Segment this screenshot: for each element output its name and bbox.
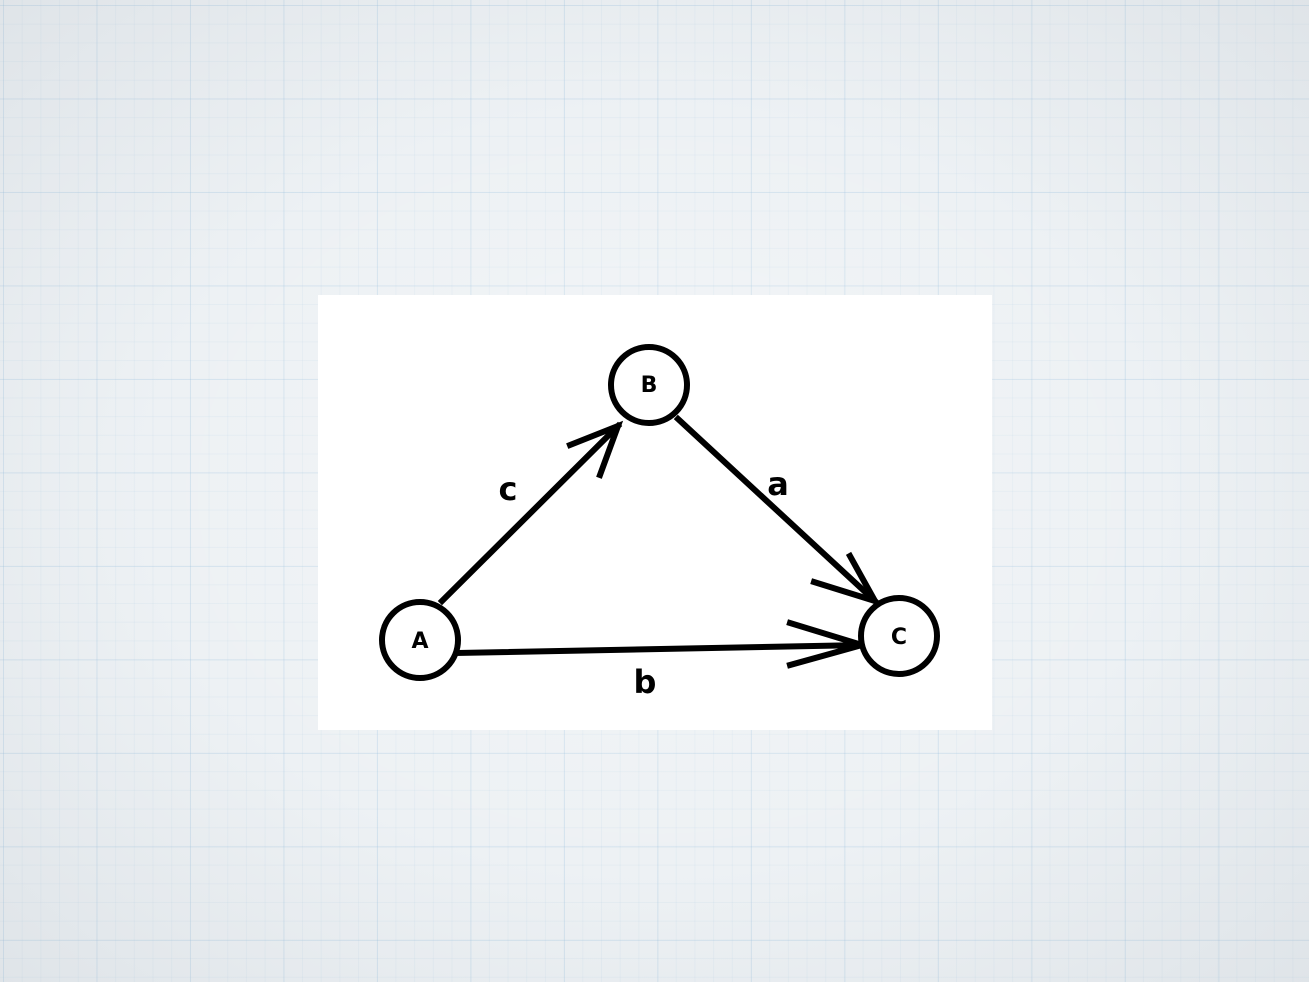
- node-a: A: [379, 599, 461, 681]
- arrowhead-c-from-b: [810, 551, 882, 607]
- node-c: C: [858, 595, 940, 677]
- edge-label-a: a: [767, 465, 789, 503]
- edge-label-c: c: [499, 470, 518, 508]
- edge-label-b: b: [634, 663, 657, 701]
- node-b-label: B: [641, 373, 658, 398]
- edge-a-to-c: [454, 619, 873, 669]
- diagram-panel: A B C c a b: [318, 295, 992, 730]
- node-a-label: A: [411, 629, 428, 654]
- edge-a-to-b: [437, 420, 624, 606]
- edge-b-to-c: [673, 414, 882, 607]
- node-c-label: C: [891, 625, 907, 650]
- arrowhead-b: [566, 420, 624, 479]
- node-b: B: [608, 344, 690, 426]
- graph-diagram: A B C c a b: [379, 344, 940, 701]
